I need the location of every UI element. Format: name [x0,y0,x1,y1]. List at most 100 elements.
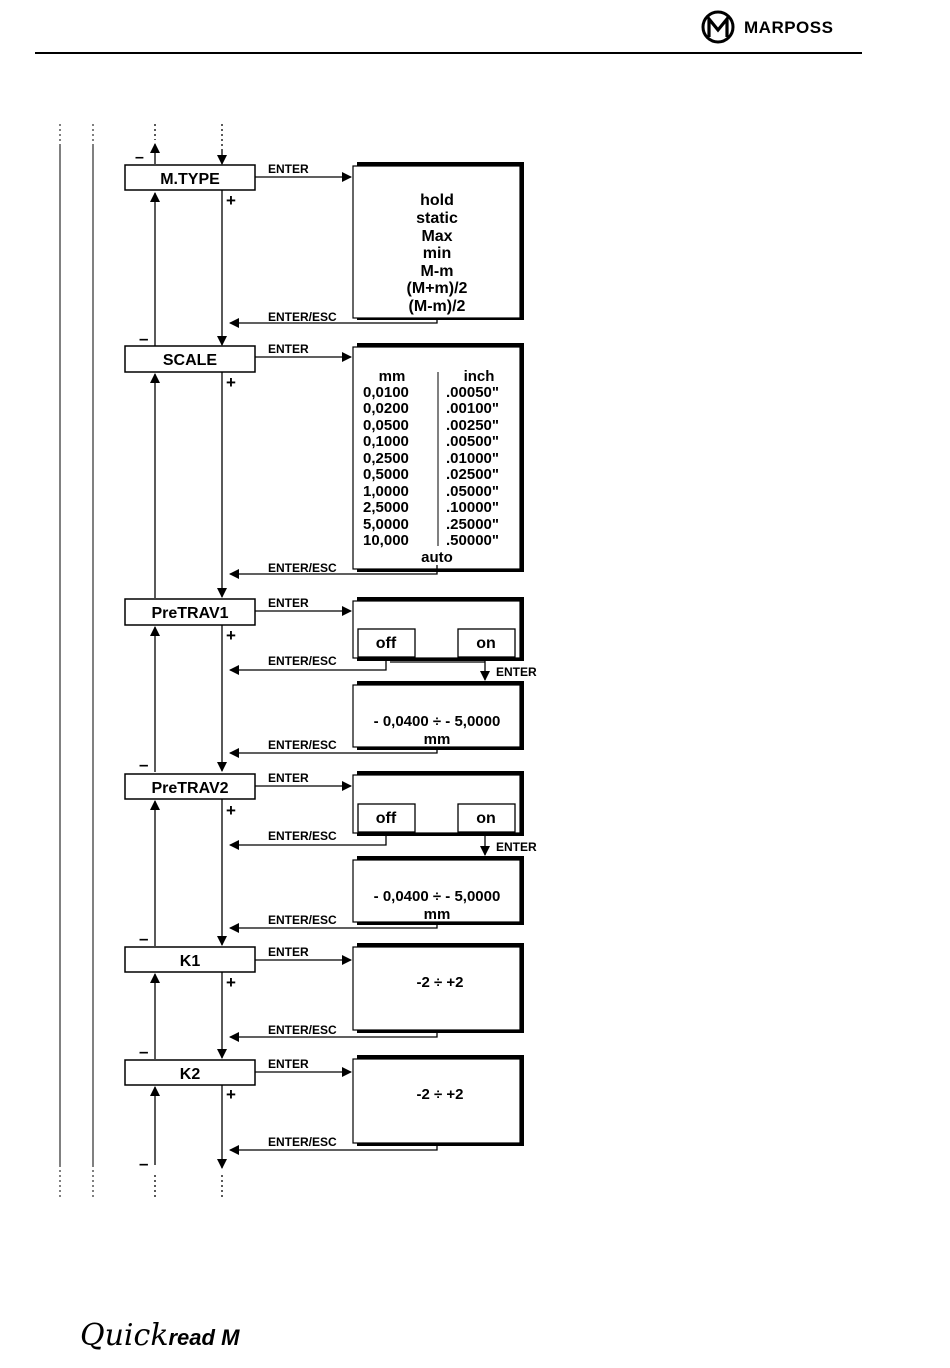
scale-col-inch: inch [464,368,495,385]
svg-text:1,0000: 1,0000 [363,483,409,500]
svg-text:.05000": .05000" [446,483,499,500]
svg-text:+: + [226,373,236,392]
k1-box[interactable] [124,946,256,973]
svg-text:0,0100: 0,0100 [363,384,409,401]
svg-text:.02500": .02500" [446,466,499,483]
mtype-options: hold static Max min M-m (M+m)/2 (M-m)/2 [407,192,468,315]
svg-text:.10000": .10000" [446,499,499,516]
mtype-panel [352,165,521,319]
svg-text:on: on [476,810,496,827]
pretrav2-range-panel [352,859,521,923]
nav-signs: – + + + – + – + – + – [139,191,236,1173]
svg-text:0,5000: 0,5000 [363,466,409,483]
k2-box[interactable] [124,1059,256,1086]
pretrav1-off[interactable] [357,628,416,658]
svg-text:Max: Max [421,228,452,245]
pretrav1-enter: ENTER [268,596,309,610]
footer-rest: read M [168,1325,240,1350]
svg-text:0,0200: 0,0200 [363,400,409,417]
svg-text:–: – [139,929,148,948]
menu-item-pretrav2: PreTRAV2 ENTER off on ENTER/ESC ENTER - … [124,771,537,933]
svg-text:–: – [139,755,148,774]
k2-panel [352,1058,521,1144]
pretrav2-label: PreTRAV2 [151,780,228,797]
k1-return: ENTER/ESC [268,1023,337,1037]
menu-item-k2: K2 ENTER -2 ÷ +2 ENTER/ESC [124,1055,524,1155]
pretrav2-off[interactable] [357,803,416,833]
pretrav1-box[interactable] [124,598,256,626]
menu-item-mtype: M.TYPE ENTER hold static Max min M-m (M+… [124,162,524,328]
pretrav2-enter: ENTER [268,771,309,785]
svg-text:0,2500: 0,2500 [363,450,409,467]
svg-text:–: – [139,1154,148,1173]
svg-text:static: static [416,210,458,227]
pretrav2-on[interactable] [457,803,516,833]
footer-brand: Quickread M [80,1318,239,1353]
pretrav1-on[interactable] [457,628,516,658]
svg-text:–: – [139,1042,148,1061]
k1-range: -2 ÷ +2 [416,974,463,991]
k2-enter: ENTER [268,1057,309,1071]
svg-text:0,0500: 0,0500 [363,417,409,434]
mtype-enter: ENTER [268,162,309,176]
scale-mm-values: 0,0100 0,0200 0,0500 0,1000 0,2500 0,500… [363,384,409,549]
k1-enter: ENTER [268,945,309,959]
svg-text:.00100": .00100" [446,400,499,417]
svg-text:–: – [139,329,148,348]
pretrav1-label: PreTRAV1 [151,605,228,622]
footer-quick: Quick [80,1318,169,1353]
vertical-flow [150,190,227,1200]
k1-label: K1 [180,953,201,970]
scale-label: SCALE [163,352,218,369]
mtype-return: ENTER/ESC [268,310,337,324]
svg-text:off: off [376,635,397,652]
svg-text:+: + [226,1085,236,1104]
k2-label: K2 [180,1066,201,1083]
logo-m-icon [707,14,729,37]
menu-item-pretrav1: PreTRAV1 ENTER off on ENTER/ESC ENTER - … [124,596,537,758]
top-connectors [150,124,227,165]
svg-text:.00250": .00250" [446,417,499,434]
pretrav1-unit: mm [424,731,451,748]
left-guide-lines [59,124,94,1200]
svg-text:.50000": .50000" [446,532,499,549]
svg-text:+: + [226,191,236,210]
pretrav1-return: ENTER/ESC [268,654,337,668]
menu-item-k1: K1 ENTER -2 ÷ +2 ENTER/ESC [124,943,524,1042]
pretrav1-on-enter: ENTER [496,665,537,679]
pretrav1-range: - 0,0400 ÷ - 5,0000 [374,713,501,730]
svg-text:+: + [226,626,236,645]
scale-inch-values: .00050" .00100" .00250" .00500" .01000" … [446,384,499,549]
svg-text:.01000": .01000" [446,450,499,467]
pretrav2-return-2: ENTER/ESC [268,913,337,927]
svg-text:2,5000: 2,5000 [363,499,409,516]
svg-text:+: + [226,973,236,992]
pretrav1-return-2: ENTER/ESC [268,738,337,752]
svg-text:.00050": .00050" [446,384,499,401]
pretrav2-on-enter: ENTER [496,840,537,854]
svg-text:.00500": .00500" [446,433,499,450]
svg-text:(M+m)/2: (M+m)/2 [407,280,468,297]
svg-text:hold: hold [420,192,454,209]
top-minus: – [135,149,144,166]
scale-return: ENTER/ESC [268,561,337,575]
brand-name: MARPOSS [744,18,834,37]
svg-text:0,1000: 0,1000 [363,433,409,450]
scale-panel [352,346,521,570]
svg-text:off: off [376,810,397,827]
pretrav1-range-panel [352,684,521,748]
svg-text:min: min [423,245,451,262]
scale-enter: ENTER [268,342,309,356]
pretrav2-unit: mm [424,906,451,923]
scale-col-mm: mm [379,368,406,385]
svg-text:on: on [476,635,496,652]
k2-return: ENTER/ESC [268,1135,337,1149]
svg-text:(M-m)/2: (M-m)/2 [409,298,466,315]
pretrav2-box[interactable] [124,773,256,800]
k2-range: -2 ÷ +2 [416,1086,463,1103]
pretrav2-range: - 0,0400 ÷ - 5,0000 [374,888,501,905]
scale-box[interactable] [124,345,256,373]
pretrav2-return: ENTER/ESC [268,829,337,843]
mtype-label: M.TYPE [160,171,220,188]
